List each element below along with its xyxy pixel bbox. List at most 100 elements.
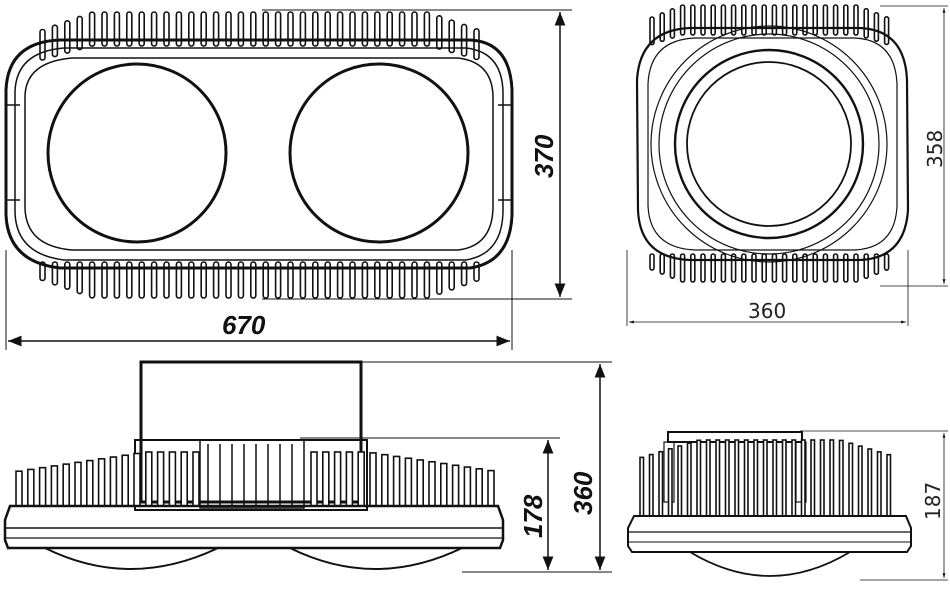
- fin: [423, 11, 431, 47]
- fin: [74, 461, 82, 507]
- fin: [386, 11, 394, 47]
- fin: [838, 439, 844, 517]
- fin: [62, 463, 71, 507]
- fin: [121, 454, 129, 507]
- fin: [743, 439, 749, 517]
- fin: [487, 469, 495, 507]
- fin: [822, 253, 829, 283]
- fin: [398, 11, 406, 47]
- fin: [863, 7, 870, 39]
- fin: [705, 439, 711, 517]
- fin: [138, 261, 145, 299]
- fin: [150, 261, 158, 299]
- bottom-fins: [39, 261, 480, 299]
- fin: [321, 451, 330, 507]
- fin: [761, 4, 768, 36]
- fin: [791, 253, 798, 283]
- fin: [667, 448, 673, 517]
- fin: [311, 11, 319, 47]
- fin: [411, 261, 418, 299]
- fin: [88, 11, 96, 47]
- fin: [423, 261, 431, 299]
- fin: [411, 11, 418, 47]
- fin: [76, 15, 83, 51]
- single-lens: [673, 48, 865, 240]
- fin: [791, 4, 798, 36]
- side-elevation: 187: [627, 430, 948, 581]
- fin: [753, 439, 759, 517]
- fin: [791, 439, 797, 517]
- fin: [451, 464, 460, 507]
- fin: [163, 261, 170, 299]
- dim-front-width: 670: [222, 310, 266, 340]
- fin: [357, 451, 366, 507]
- single-housing-inner: [647, 37, 898, 251]
- fin: [380, 453, 389, 507]
- fin: [832, 4, 839, 36]
- fin: [740, 4, 747, 36]
- housing-outline: [4, 38, 514, 270]
- fin: [39, 28, 46, 61]
- single-housing: [635, 26, 910, 262]
- fin: [475, 468, 484, 507]
- fin: [336, 261, 344, 299]
- fin: [398, 261, 406, 299]
- fin: [659, 253, 666, 275]
- fin: [781, 4, 788, 36]
- fin: [715, 439, 721, 517]
- dim-elev-body: 178: [518, 494, 548, 538]
- fin: [88, 261, 96, 299]
- side-lens-dome: [689, 551, 851, 577]
- fin: [225, 261, 232, 299]
- fin: [689, 4, 696, 36]
- driver-box: [199, 439, 305, 509]
- lens-dome-right: [289, 547, 463, 570]
- fin: [345, 451, 354, 507]
- fin: [138, 11, 145, 47]
- fin: [710, 4, 717, 36]
- fin: [435, 14, 443, 50]
- fin: [819, 439, 825, 517]
- fin: [336, 11, 344, 47]
- top-view-twin: 370 670: [4, 9, 572, 350]
- fin: [781, 253, 788, 283]
- fin: [700, 4, 706, 36]
- fin: [262, 261, 270, 299]
- fin: [720, 253, 727, 283]
- housing-inner-2: [24, 57, 494, 251]
- fin: [832, 253, 839, 283]
- fin: [113, 11, 121, 47]
- fin: [724, 439, 730, 517]
- fin: [810, 439, 816, 517]
- fin: [659, 12, 666, 43]
- fin: [101, 261, 108, 299]
- fin: [373, 11, 381, 47]
- fin: [333, 451, 342, 507]
- fin: [51, 261, 59, 286]
- fin: [873, 253, 880, 276]
- fin: [361, 261, 369, 299]
- fin: [873, 11, 880, 43]
- fin: [883, 16, 890, 46]
- fin: [404, 457, 413, 507]
- fin: [802, 4, 808, 36]
- fin: [156, 451, 165, 507]
- fin: [349, 11, 356, 47]
- fin: [188, 261, 195, 299]
- fin: [822, 4, 829, 36]
- fin: [373, 261, 381, 299]
- side-base: [627, 515, 912, 553]
- fin: [863, 253, 870, 280]
- fin: [867, 448, 873, 517]
- mounting-bracket: [139, 360, 363, 504]
- fin: [145, 451, 153, 507]
- fin: [113, 261, 121, 299]
- fin: [842, 4, 849, 36]
- fin: [639, 456, 645, 517]
- fin: [192, 451, 200, 507]
- fin: [299, 11, 307, 47]
- dim-single-width: 360: [748, 299, 786, 323]
- fin: [669, 253, 676, 279]
- fin: [848, 442, 854, 517]
- fin: [163, 11, 170, 47]
